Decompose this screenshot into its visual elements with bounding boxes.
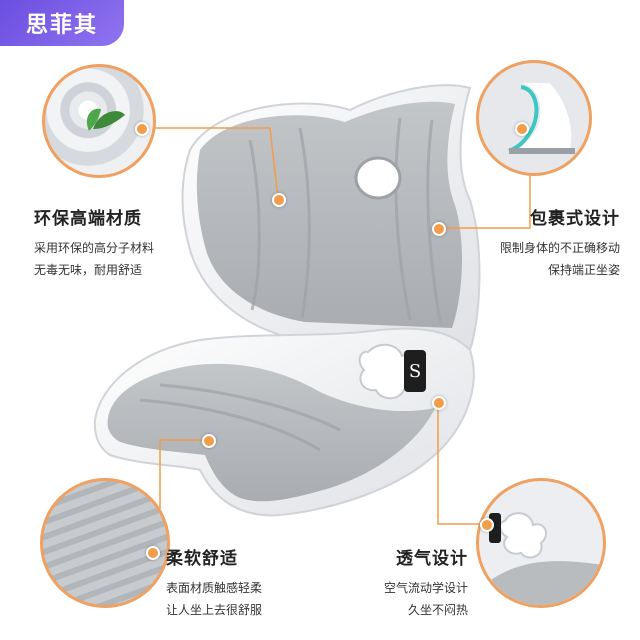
vent-hole-detail-icon bbox=[476, 478, 606, 608]
feature-desc-line: 无毒无味，耐用舒适 bbox=[34, 263, 143, 277]
seat-logo-badge bbox=[404, 350, 426, 392]
feature-wrap-design: 包裹式设计 限制身体的不正确移动 保持端正坐姿 bbox=[500, 204, 620, 281]
anchor-dot-breath bbox=[480, 518, 494, 532]
anchor-dot-eco bbox=[135, 122, 149, 136]
feature-eco-material: 环保高端材质 采用环保的高分子材料 无毒无味，耐用舒适 bbox=[34, 204, 154, 281]
brand-name: 思菲其 bbox=[25, 12, 98, 38]
fabric-texture-detail-icon bbox=[40, 478, 170, 608]
seat-base-cushion bbox=[107, 363, 435, 502]
feature-desc-line: 表面材质触感轻柔 bbox=[166, 581, 263, 595]
mint-leaf-icon bbox=[86, 108, 125, 131]
foam-pellets-detail-icon bbox=[42, 64, 156, 178]
feature-desc-line: 空气流动学设计 bbox=[383, 581, 468, 595]
feature-desc-line: 采用环保的高分子材料 bbox=[34, 241, 155, 255]
curve-shell-detail-icon bbox=[476, 60, 592, 176]
feature-desc-line: 久坐不闷热 bbox=[407, 603, 468, 617]
anchor-dot-breath-seat bbox=[432, 396, 446, 410]
feature-title: 透气设计 bbox=[396, 549, 468, 569]
feature-title: 包裹式设计 bbox=[530, 209, 620, 229]
anchor-dot-wrap bbox=[515, 122, 529, 136]
feature-soft-comfort: 柔软舒适 表面材质触感轻柔 让人坐上去很舒服 bbox=[166, 544, 262, 621]
feature-desc-line: 让人坐上去很舒服 bbox=[166, 603, 263, 617]
feature-desc-line: 保持端正坐姿 bbox=[547, 263, 620, 277]
seat-back-vent bbox=[354, 156, 402, 200]
anchor-dot-soft bbox=[146, 546, 160, 560]
shell-curve-icon bbox=[508, 83, 575, 154]
brand-logo: 思菲其 bbox=[0, 0, 124, 46]
feature-title: 环保高端材质 bbox=[34, 209, 142, 229]
feature-desc-line: 限制身体的不正确移动 bbox=[499, 241, 620, 255]
seat-logo-text: S bbox=[409, 361, 421, 382]
feature-title: 柔软舒适 bbox=[166, 549, 238, 569]
anchor-dot-soft-seat bbox=[202, 434, 216, 448]
anchor-dot-wrap-seat bbox=[432, 222, 446, 236]
feature-breathable: 透气设计 空气流动学设计 久坐不闷热 bbox=[384, 544, 468, 621]
anchor-dot-eco-seat bbox=[272, 193, 286, 207]
vent-cutout-icon bbox=[479, 512, 603, 605]
